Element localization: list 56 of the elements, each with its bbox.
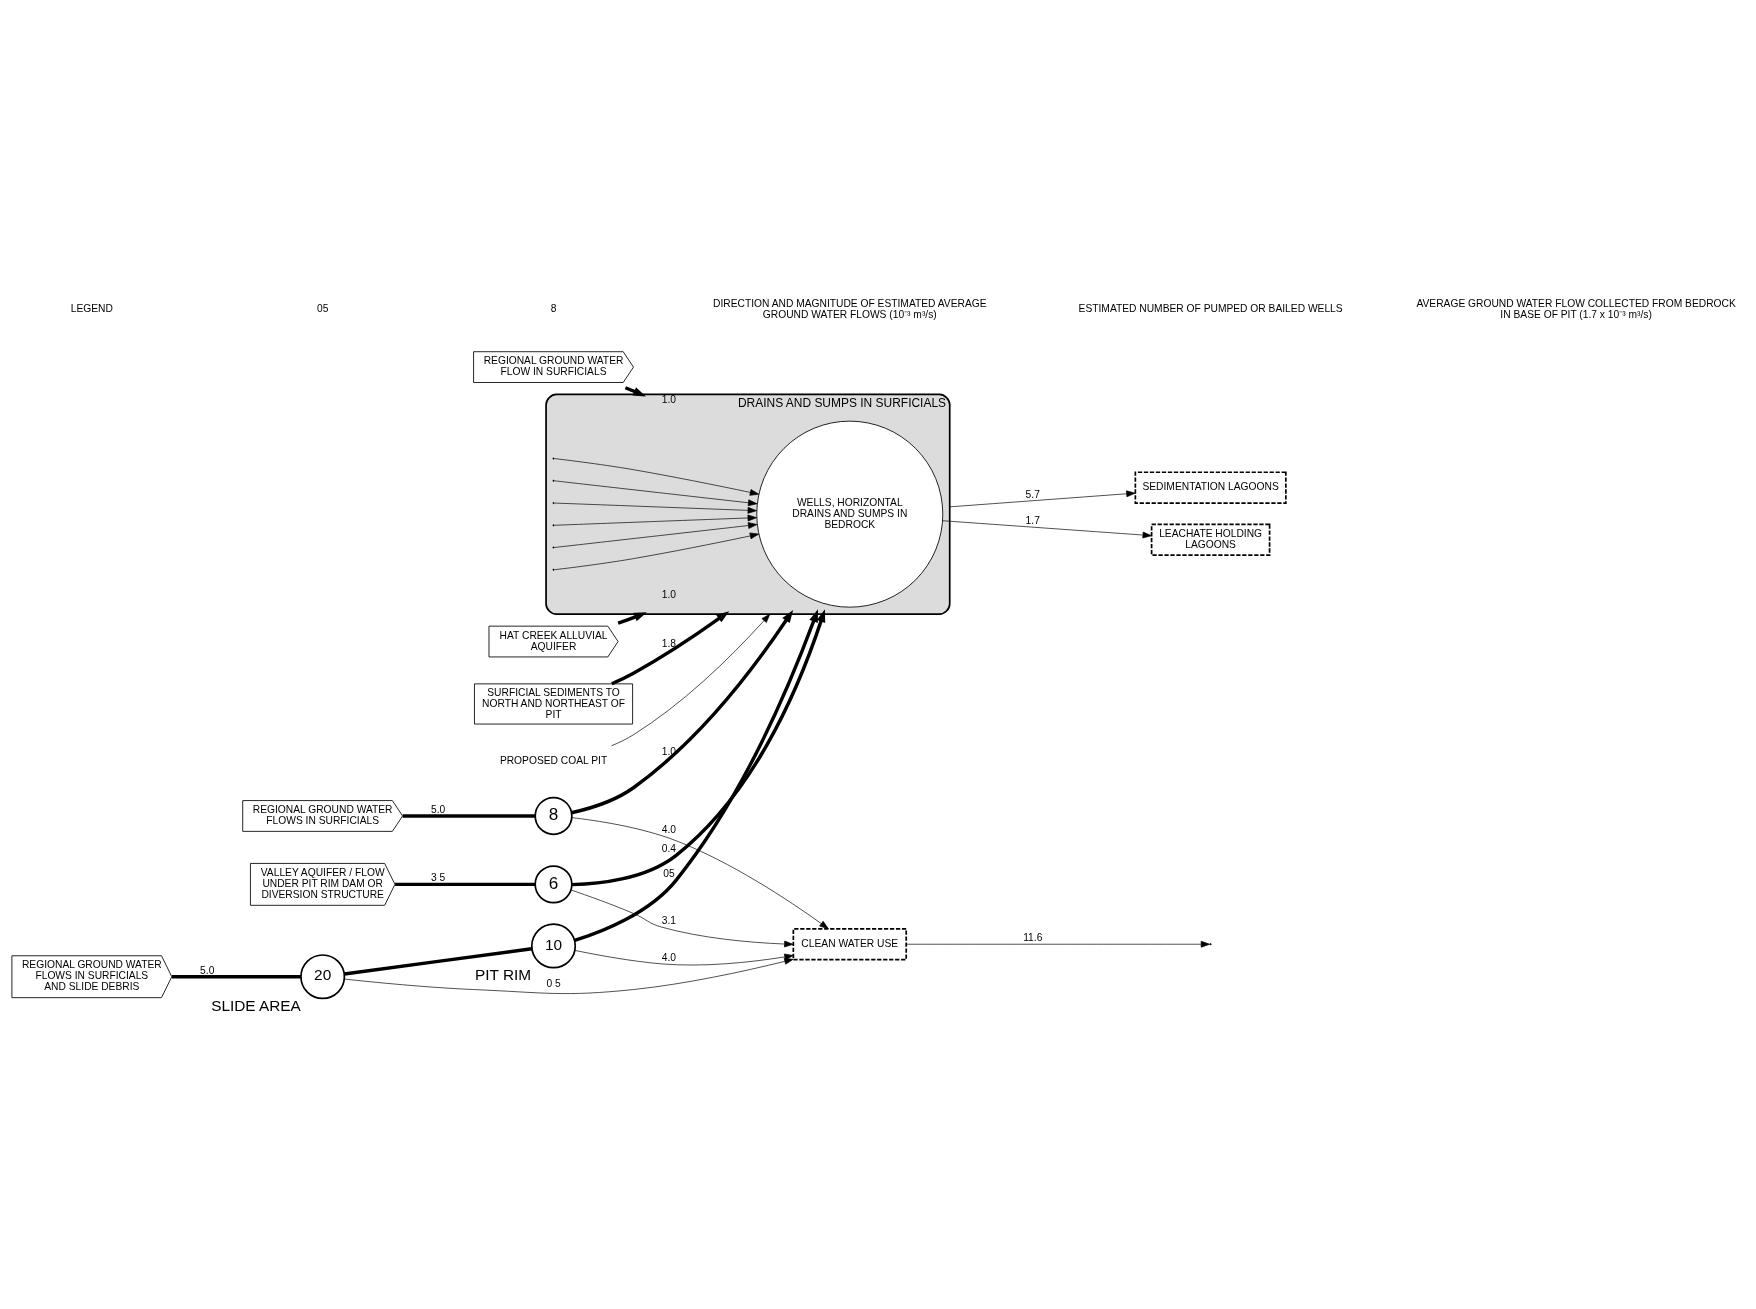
edge-label: 05 [663, 867, 675, 879]
node-box: SURFICIAL SEDIMENTS TO NORTH AND NORTHEAST OF PIT [474, 682, 634, 724]
arrow [554, 506, 758, 529]
arrow [574, 949, 794, 965]
node-circle: 10 [530, 922, 577, 968]
arrow [574, 608, 819, 942]
edge-label: 5.0 [430, 803, 446, 815]
connector [402, 813, 536, 818]
arrow [942, 519, 1152, 538]
edge-label: 11.6 [1023, 931, 1043, 943]
connector [171, 974, 301, 978]
arrow [554, 498, 758, 521]
arrow [611, 610, 730, 685]
arrow [571, 609, 794, 814]
arrow [570, 889, 794, 947]
node-circle: 20 [300, 953, 346, 999]
arrow [554, 532, 760, 570]
legend-label: ESTIMATED NUMBER OF PUMPED OR BAILED WELLS [1078, 302, 1343, 314]
edge-label: 1.8 [661, 637, 677, 649]
arrow [344, 957, 794, 994]
edge-label: 1.0 [661, 393, 677, 405]
edge-label: 4.0 [661, 823, 677, 835]
node-box: SEDIMENTATION LAGOONS [1134, 470, 1287, 504]
edge-label: 4.0 [661, 951, 677, 963]
edge-label: 3.1 [661, 914, 677, 926]
node-box: CLEAN WATER USE [792, 927, 908, 960]
legend-label: AVERAGE GROUND WATER FLOW COLLECTED FROM BEDROCK IN BASE OF PIT (1.7 x 10⁻³ m³/s) [1416, 297, 1736, 320]
arrow [571, 608, 826, 886]
edge-label: 0.4 [661, 842, 677, 854]
connector [395, 882, 536, 886]
edge-label: 5.7 [1025, 488, 1040, 500]
node-label: PIT RIM [475, 965, 532, 983]
arrow [906, 940, 1211, 948]
edge-label: 0 5 [546, 977, 561, 989]
arrow [554, 480, 758, 514]
label: 05 [316, 302, 329, 314]
label: LEGEND [70, 302, 113, 314]
edge-label: 1.7 [1025, 514, 1040, 526]
arrow [571, 816, 829, 929]
label: 8 [550, 302, 557, 314]
connector [344, 946, 533, 976]
arrow [554, 457, 760, 496]
arrow [949, 489, 1136, 507]
node-label: SLIDE AREA [211, 996, 301, 1014]
arrow [617, 611, 647, 625]
node-circle: 6 [534, 864, 573, 904]
arrow [554, 514, 758, 548]
arrow [611, 613, 771, 746]
node-circle: WELLS, HORIZONTAL DRAINS AND SUMPS IN BEDROCK [756, 420, 944, 608]
edge-label: 1.0 [661, 588, 677, 600]
legend-label: DIRECTION AND MAGNITUDE OF ESTIMATED AVERAGE GROUND WATER FLOWS (10⁻³ m³/s) [713, 297, 987, 320]
edge-label: 3 5 [430, 871, 446, 883]
node-box: LEACHATE HOLDING LAGOONS [1150, 523, 1271, 556]
node-text: PROPOSED COAL PIT [499, 754, 608, 766]
node-circle: 8 [534, 796, 573, 835]
edge-label: 5.0 [200, 964, 215, 976]
